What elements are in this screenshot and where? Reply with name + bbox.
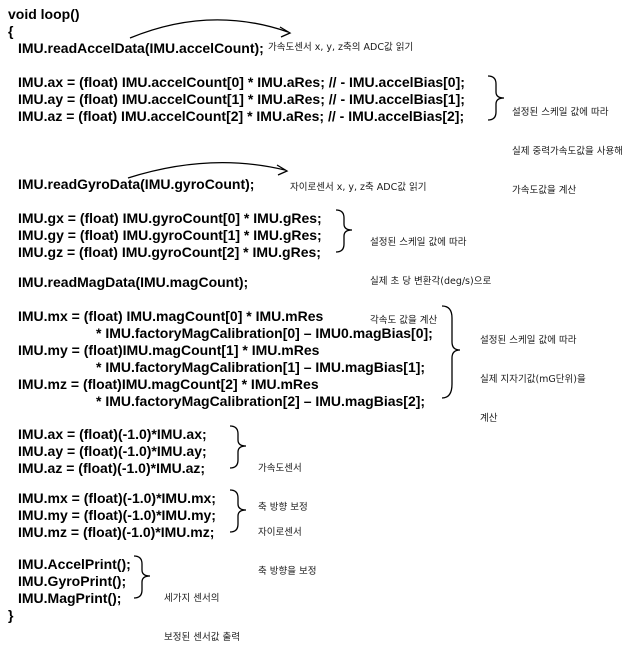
note-accel-read: 가속도센서 x, y, z축의 ADC값 읽기 bbox=[268, 42, 414, 53]
note-gyro-calc-line: 설정된 스케일 값에 따라 bbox=[370, 237, 467, 248]
gyro-read-line: IMU.readGyroData(IMU.gyroCount); bbox=[18, 176, 255, 192]
accel-read-line: IMU.readAccelData(IMU.accelCount); bbox=[18, 40, 264, 56]
note-gyro-calc: 설정된 스케일 값에 따라 실제 초 당 변환각(deg/s)으로 각속도 값을… bbox=[370, 210, 491, 340]
accel-line-z: IMU.az = (float) IMU.accelCount[2] * IMU… bbox=[18, 108, 465, 124]
note-accel-calc-line: 설정된 스케일 값에 따라 bbox=[512, 107, 609, 118]
note-accel-calc-line: 가속도값을 계산 bbox=[512, 185, 577, 196]
mag-line-x-cont: * IMU.factoryMagCalibration[0] – IMU0.ma… bbox=[96, 325, 433, 341]
note-gyro-calc-line: 각속도 값을 계산 bbox=[370, 315, 438, 326]
note-mag-flip-line: 축 방향을 보정 bbox=[258, 566, 317, 577]
note-mag-calc-line: 실제 지자기값(mG단위)을 bbox=[480, 374, 586, 385]
mag-line-x: IMU.mx = (float) IMU.magCount[0] * IMU.m… bbox=[18, 308, 324, 324]
note-mag-calc-line: 설정된 스케일 값에 따라 bbox=[480, 335, 577, 346]
note-accel-calc: 설정된 스케일 값에 따라 실제 중력가속도값을 사용해 가속도값을 계산 bbox=[512, 80, 623, 210]
note-accel-flip-line: 가속도센서 bbox=[258, 463, 302, 474]
print-accel: IMU.AccelPrint(); bbox=[18, 556, 131, 572]
accel-flip-brace bbox=[229, 425, 247, 469]
print-mag: IMU.MagPrint(); bbox=[18, 590, 122, 606]
note-mag-calc-line: 계산 bbox=[480, 413, 498, 424]
mag-flip-brace bbox=[229, 489, 247, 533]
mag-flip-x: IMU.mx = (float)(-1.0)*IMU.mx; bbox=[18, 490, 216, 506]
gyro-line-z: IMU.gz = (float) IMU.gyroCount[2] * IMU.… bbox=[18, 244, 321, 260]
mag-line-y-cont: * IMU.factoryMagCalibration[1] – IMU.mag… bbox=[96, 359, 426, 375]
accel-line-y: IMU.ay = (float) IMU.accelCount[1] * IMU… bbox=[18, 91, 465, 107]
gyro-line-x: IMU.gx = (float) IMU.gyroCount[0] * IMU.… bbox=[18, 210, 322, 226]
note-prints-line: 세가지 센서의 bbox=[164, 593, 220, 604]
note-accel-flip: 가속도센서 축 방향 보정 bbox=[258, 436, 308, 527]
mag-flip-y: IMU.my = (float)(-1.0)*IMU.my; bbox=[18, 507, 216, 523]
note-prints-line: 보정된 센서값 출력 bbox=[164, 632, 240, 643]
accel-read-arrow bbox=[129, 19, 289, 39]
print-gyro: IMU.GyroPrint(); bbox=[18, 573, 127, 589]
note-accel-flip-line: 축 방향 보정 bbox=[258, 502, 308, 513]
gyro-read-arrowhead bbox=[276, 164, 289, 176]
gyro-calc-brace bbox=[335, 209, 353, 253]
mag-line-y: IMU.my = (float)IMU.magCount[1] * IMU.mR… bbox=[18, 342, 320, 358]
accel-read-arrowhead bbox=[279, 26, 292, 38]
close-brace: } bbox=[8, 607, 14, 623]
gyro-line-y: IMU.gy = (float) IMU.gyroCount[1] * IMU.… bbox=[18, 227, 322, 243]
accel-line-x: IMU.ax = (float) IMU.accelCount[0] * IMU… bbox=[18, 74, 465, 90]
note-accel-calc-line: 실제 중력가속도값을 사용해 bbox=[512, 146, 623, 157]
note-prints: 세가지 센서의 보정된 센서값 출력 bbox=[164, 566, 240, 657]
accel-flip-x: IMU.ax = (float)(-1.0)*IMU.ax; bbox=[18, 426, 207, 442]
loop-header: void loop() bbox=[8, 6, 80, 22]
mag-flip-z: IMU.mz = (float)(-1.0)*IMU.mz; bbox=[18, 524, 215, 540]
mag-line-z: IMU.mz = (float)IMU.magCount[2] * IMU.mR… bbox=[18, 376, 319, 392]
accel-flip-z: IMU.az = (float)(-1.0)*IMU.az; bbox=[18, 460, 206, 476]
mag-read-line: IMU.readMagData(IMU.magCount); bbox=[18, 274, 249, 290]
open-brace: { bbox=[8, 23, 14, 39]
prints-brace bbox=[133, 555, 151, 599]
accel-calc-brace bbox=[487, 75, 505, 121]
mag-line-z-cont: * IMU.factoryMagCalibration[2] – IMU.mag… bbox=[96, 393, 426, 409]
note-gyro-read: 자이로센서 x, y, z축 ADC값 읽기 bbox=[290, 182, 427, 193]
note-mag-calc: 설정된 스케일 값에 따라 실제 지자기값(mG단위)을 계산 bbox=[480, 308, 586, 438]
note-mag-flip-line: 자이로센서 bbox=[258, 527, 302, 538]
note-mag-flip: 자이로센서 축 방향을 보정 bbox=[258, 500, 316, 591]
note-gyro-calc-line: 실제 초 당 변환각(deg/s)으로 bbox=[370, 276, 492, 287]
accel-flip-y: IMU.ay = (float)(-1.0)*IMU.ay; bbox=[18, 443, 207, 459]
